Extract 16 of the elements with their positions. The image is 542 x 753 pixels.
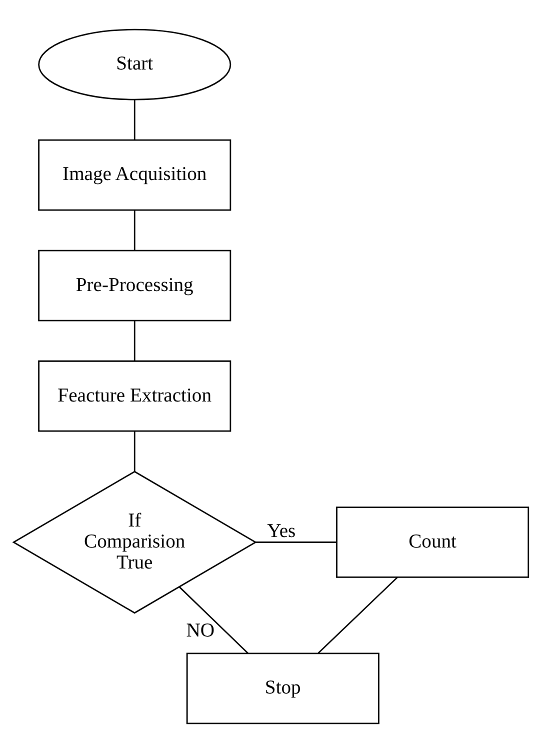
connector [318,576,398,654]
node-box: Feacture Extraction [38,360,232,432]
connector [134,321,136,361]
node-box: Image Acquisition [38,139,232,211]
connector [134,210,136,250]
edge-label: NO [186,620,214,642]
node-box: Pre-Processing [38,250,232,322]
connector [134,100,136,140]
node-box: Stop [186,652,380,724]
node-ellipse: Start [38,28,232,100]
node-box: Count [336,506,530,578]
connector [256,542,336,543]
connector [134,431,136,472]
edge-label: Yes [267,520,296,542]
node-diamond: If Comparision True [12,470,257,614]
connector [179,586,249,654]
